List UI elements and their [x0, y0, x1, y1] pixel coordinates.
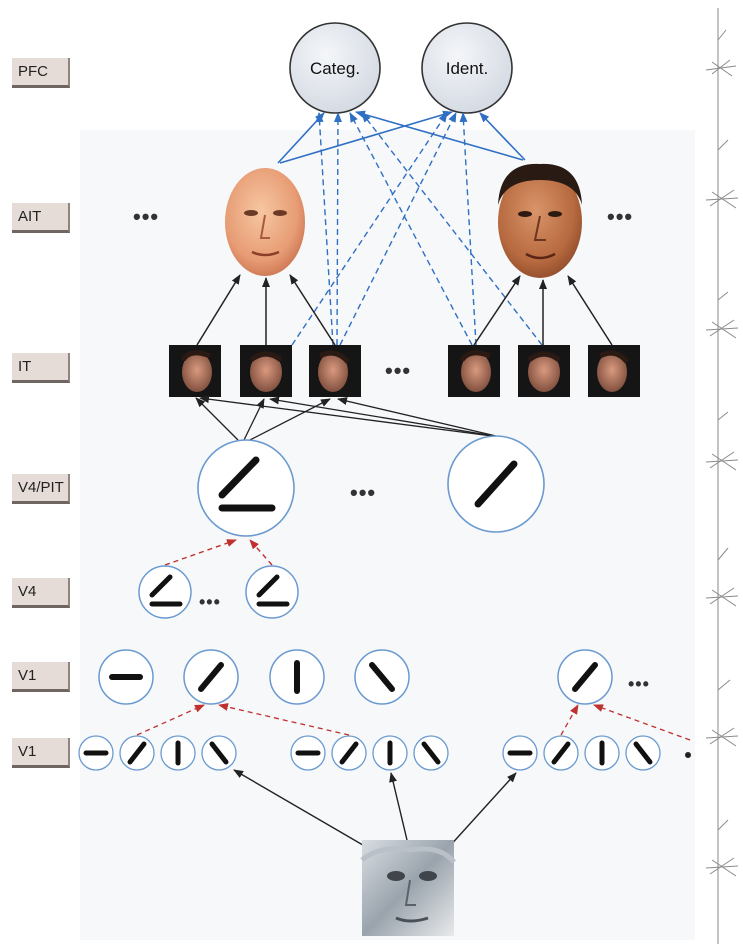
v1-complex-vertical: [269, 649, 325, 705]
edge-ait-right-ident: [479, 112, 526, 161]
v1-simple-unit: [201, 735, 237, 771]
layer-label-it: IT: [12, 353, 70, 383]
v1-complex-horizontal: [98, 649, 154, 705]
edge-s2-c-diag: [218, 703, 350, 736]
edge-input-s3: [447, 772, 517, 849]
v1-simple-unit: [543, 735, 579, 771]
v4pit-unit-diagonal: [447, 435, 545, 533]
edge-v4pit1-it3: [249, 398, 331, 441]
v1-simple-unit: [584, 735, 620, 771]
v4pit-to-it-connections: [195, 395, 497, 441]
v1-complex-antidiagonal: [354, 649, 410, 705]
v1-simple-unit: [119, 735, 155, 771]
pfc-unit-categ: Categ.: [289, 22, 381, 114]
v1-simple-unit: [290, 735, 326, 771]
v1-simple-to-complex-pooling: [136, 703, 691, 741]
edge-s3-c-diag2: [560, 704, 579, 736]
pfc-unit-ident-label: Ident.: [446, 59, 489, 78]
input-to-v1-connections: [233, 769, 517, 849]
v1-complex-ellipsis: •••: [628, 674, 650, 694]
v4-unit-b: [245, 565, 299, 619]
edge-it1-ait-left: [196, 274, 241, 346]
layer-label-v1-simple: V1: [12, 738, 70, 768]
input-face-image-icon: [360, 840, 456, 936]
edge-it4-categ: [349, 112, 473, 346]
edge-v4pit2-it3: [337, 397, 497, 437]
edge-input-s2: [389, 772, 408, 841]
edge-v4pit1-it1: [195, 397, 239, 441]
edge-it2-ident: [291, 112, 448, 346]
v4-unit-a: [138, 565, 192, 619]
face-view-icon: [518, 345, 570, 397]
pfc-unit-ident: Ident.: [421, 22, 513, 114]
edge-v4a-v4pit: [164, 539, 237, 566]
edge-it3-categ: [315, 112, 334, 346]
v1-simple-unit: [625, 735, 661, 771]
v4-ellipsis: •••: [199, 592, 221, 612]
v1-simple-unit: [502, 735, 538, 771]
edge-s1-c-diag: [136, 704, 205, 736]
v1-complex-units: •••: [98, 649, 650, 705]
v4pit-unit-composite: [197, 439, 295, 537]
face-bald-light-icon: [225, 168, 305, 276]
it-ellipsis: •••: [385, 358, 411, 383]
face-view-icon: [309, 345, 361, 397]
edge-it4-ait-right: [473, 275, 521, 346]
pfc-unit-categ-label: Categ.: [310, 59, 360, 78]
v1-simple-group-1: [78, 735, 237, 771]
layer-label-v4pit: V4/PIT: [12, 474, 70, 504]
face-view-icon: [169, 345, 221, 397]
edge-v4pit2-it2: [269, 396, 495, 437]
v1-simple-unit: [372, 735, 408, 771]
edge-ait-right-categ: [355, 110, 524, 161]
it-units: •••: [169, 345, 640, 397]
v1-simple-unit: [413, 735, 449, 771]
face-dark-icon: [498, 163, 582, 278]
v1-complex-diagonal: [183, 649, 239, 705]
edge-it5-categ: [361, 112, 543, 346]
edge-it3-ait-left: [289, 274, 336, 346]
ait-ellipsis-left: •••: [133, 204, 159, 229]
face-view-icon: [240, 345, 292, 397]
ait-ellipsis-right: •••: [607, 204, 633, 229]
v1-simple-group-3: [502, 735, 691, 771]
it-to-pfc-bypass-connections: [291, 112, 543, 346]
face-view-icon: [448, 345, 500, 397]
v4pit-ellipsis: •••: [350, 480, 376, 505]
edge-it3-ident: [339, 112, 457, 346]
it-to-ait-connections: [196, 274, 613, 346]
edge-s4-c-diag2: [593, 704, 691, 741]
edge-ait-left-ident: [279, 110, 453, 164]
v1-simple-group-2: [290, 735, 449, 771]
edge-input-s1: [233, 769, 369, 849]
layer-label-v4: V4: [12, 578, 70, 608]
layer-label-pfc: PFC: [12, 58, 70, 88]
v1-simple-unit: [160, 735, 196, 771]
v1-simple-unit: [331, 735, 367, 771]
neuron-morphology-icon: [705, 8, 739, 944]
v1-simple-unit: [78, 735, 114, 771]
v4-to-v4pit-pooling: [164, 539, 273, 566]
edge-v4b-v4pit: [249, 539, 273, 566]
face-view-icon: [588, 345, 640, 397]
layer-label-v1-complex: V1: [12, 662, 70, 692]
layer-label-ait: AIT: [12, 203, 70, 233]
model-area: [80, 130, 695, 940]
v1-simple-continuation-dot: [685, 752, 691, 758]
edge-it4-ident: [459, 112, 477, 346]
edge-v4pit2-it1: [199, 395, 493, 437]
edge-it6-ait-right: [567, 275, 613, 346]
v1-complex-diagonal-2: [557, 649, 613, 705]
edge-it3-categ-b: [333, 112, 342, 346]
